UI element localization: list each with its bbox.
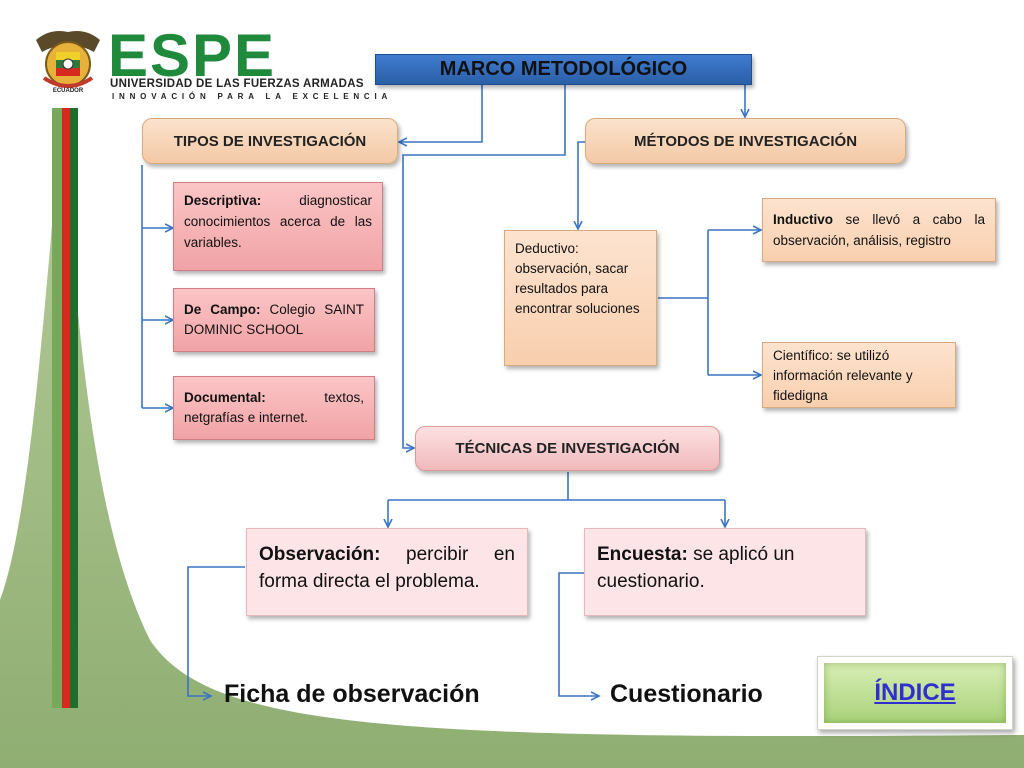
connector-title-tipos — [400, 84, 483, 142]
tipo-campo-term: De Campo: — [184, 302, 261, 317]
tipo-documental-box: Documental: textos, netgrafías e interne… — [173, 376, 375, 440]
university-crest-icon — [36, 31, 100, 88]
tipo-campo-box: De Campo: Colegio SAINT DOMINIC SCHOOL — [173, 288, 375, 352]
tipo-descriptiva-box: Descriptiva: diagnosticar conocimientos … — [173, 182, 383, 271]
ficha-observacion-label: Ficha de observación — [224, 680, 480, 708]
university-name: UNIVERSIDAD DE LAS FUERZAS ARMADAS — [110, 78, 364, 90]
tecnicas-header: TÉCNICAS DE INVESTIGACIÓN — [415, 426, 720, 471]
tipo-documental-term: Documental: — [184, 390, 266, 405]
diagram-title: MARCO METODOLÓGICO — [375, 54, 752, 85]
metodo-deductivo-box: Deductivo: observación, sacar resultados… — [504, 230, 657, 366]
espe-logo: ESPE — [108, 22, 277, 89]
tecnica-encuesta-term: Encuesta: — [597, 544, 688, 565]
flag-stripe-red — [62, 108, 70, 708]
tipos-header: TIPOS DE INVESTIGACIÓN — [142, 118, 398, 164]
tecnica-observacion-text: percibir en forma directa el problema. — [259, 544, 515, 592]
connector-ficha — [187, 566, 245, 696]
tipo-campo-text: Colegio SAINT DOMINIC SCHOOL — [184, 302, 364, 337]
indice-link[interactable]: ÍNDICE — [874, 679, 956, 706]
connector-title-tecnicas — [402, 84, 566, 448]
tecnica-observacion-box: Observación: percibir en forma directa e… — [246, 528, 528, 616]
connector-metodos-deductivo — [578, 141, 585, 228]
tipo-descriptiva-text: diagnosticar conocimientos acerca de las… — [184, 193, 372, 250]
flag-stripe-dark-green — [70, 108, 78, 708]
tipo-documental-text: textos, netgrafías e internet. — [184, 390, 364, 425]
connector-cuestionario — [558, 572, 598, 696]
tecnica-encuesta-box: Encuesta: se aplicó un cuestionario. — [584, 528, 866, 616]
tecnica-observacion-term: Observación: — [259, 544, 381, 565]
metodo-cientifico-box: Científico: se utilizó información relev… — [762, 342, 956, 408]
university-motto: INNOVACIÓN PARA LA EXCELENCIA — [112, 92, 393, 101]
metodo-inductivo-text: se llevó a cabo la observación, análisis… — [773, 212, 985, 248]
crest-label: ECUADOR — [52, 88, 84, 94]
metodo-inductivo-box: Inductivo se llevó a cabo la observación… — [762, 198, 996, 262]
cuestionario-label: Cuestionario — [610, 680, 763, 708]
metodo-inductivo-term: Inductivo — [773, 212, 833, 227]
green-mountain-shape — [0, 110, 1024, 768]
tipo-descriptiva-term: Descriptiva: — [184, 193, 262, 208]
flag-stripe-light-green — [52, 108, 62, 708]
metodos-header: MÉTODOS DE INVESTIGACIÓN — [585, 118, 906, 164]
indice-button[interactable]: ÍNDICE — [817, 656, 1013, 730]
indice-button-face[interactable]: ÍNDICE — [824, 663, 1006, 723]
tecnica-encuesta-text: se aplicó un cuestionario. — [597, 544, 795, 592]
